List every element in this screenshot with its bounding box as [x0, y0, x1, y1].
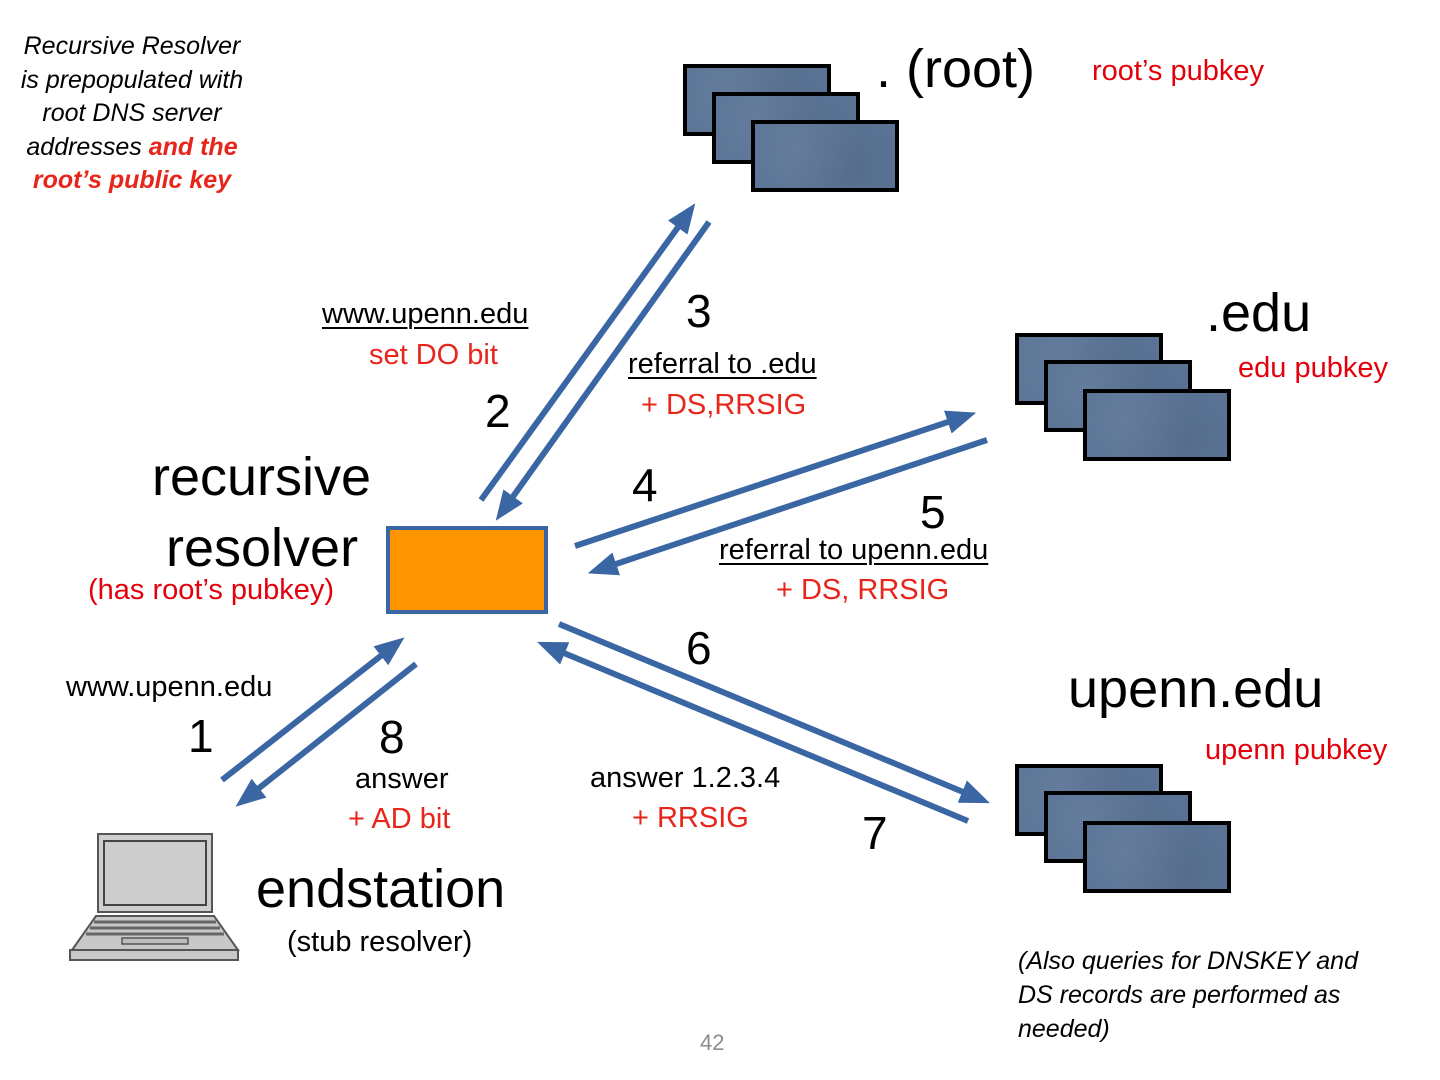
step-7-extra: + RRSIG [632, 802, 749, 834]
step-1-text: www.upenn.edu [66, 671, 273, 703]
arrow-step-4 [574, 410, 977, 549]
arrow-step-6 [557, 621, 990, 804]
arrow-step-1 [220, 637, 405, 783]
step-2-extra: set DO bit [369, 339, 498, 371]
server-icon [751, 120, 899, 192]
endstation-label: endstation [256, 859, 506, 919]
edu-label: .edu [1206, 283, 1312, 343]
edu-pubkey-label: edu pubkey [1238, 352, 1388, 384]
step-1-number: 1 [188, 710, 214, 762]
step-8-extra: + AD bit [348, 803, 451, 835]
note-resolver-prepopulated: Recursive Resolver is prepopulated with … [20, 30, 244, 198]
step-3-extra: + DS,RRSIG [641, 389, 807, 421]
step-5-number: 5 [920, 486, 946, 538]
step-8-text: answer [355, 763, 449, 795]
server-icon [1083, 389, 1231, 461]
step-5-text: referral to upenn.edu [719, 534, 989, 566]
step-4-number: 4 [632, 459, 658, 511]
resolver-label-line1: recursive [152, 447, 372, 507]
resolver-box-icon [386, 526, 548, 614]
resolver-label-line2: resolver [166, 518, 359, 578]
step-3-text: referral to .edu [628, 348, 817, 380]
step-5-extra: + DS, RRSIG [776, 574, 950, 606]
step-2-text: www.upenn.edu [322, 298, 529, 330]
step-2-number: 2 [485, 385, 511, 437]
root-label: . (root) [876, 39, 1036, 99]
page-number: 42 [700, 1030, 725, 1055]
root-pubkey-label: root’s pubkey [1092, 55, 1264, 87]
step-3-number: 3 [686, 285, 712, 337]
arrow-step-7 [537, 641, 970, 824]
upenn-pubkey-label: upenn pubkey [1205, 734, 1388, 766]
laptop-icon [69, 833, 240, 961]
step-8-number: 8 [379, 711, 405, 763]
note-dnskey-ds-queries: (Also queries for DNSKEY and DS records … [1018, 947, 1358, 1043]
server-icon [1083, 821, 1231, 893]
endstation-sublabel: (stub resolver) [287, 926, 473, 958]
step-7-text: answer 1.2.3.4 [590, 762, 781, 794]
arrow-step-8 [235, 661, 418, 807]
arrow-step-3 [495, 220, 712, 521]
arrow-step-2 [478, 203, 696, 502]
upenn-label: upenn.edu [1068, 659, 1324, 719]
note-highlight-text: and the root’s public key [32, 132, 238, 195]
resolver-pubkey-label: (has root’s pubkey) [88, 574, 335, 606]
step-6-number: 6 [686, 622, 712, 674]
arrow-step-5 [587, 437, 988, 576]
note-plain-text: Recursive Resolver is prepopulated with … [20, 32, 244, 161]
step-7-number: 7 [862, 807, 888, 859]
